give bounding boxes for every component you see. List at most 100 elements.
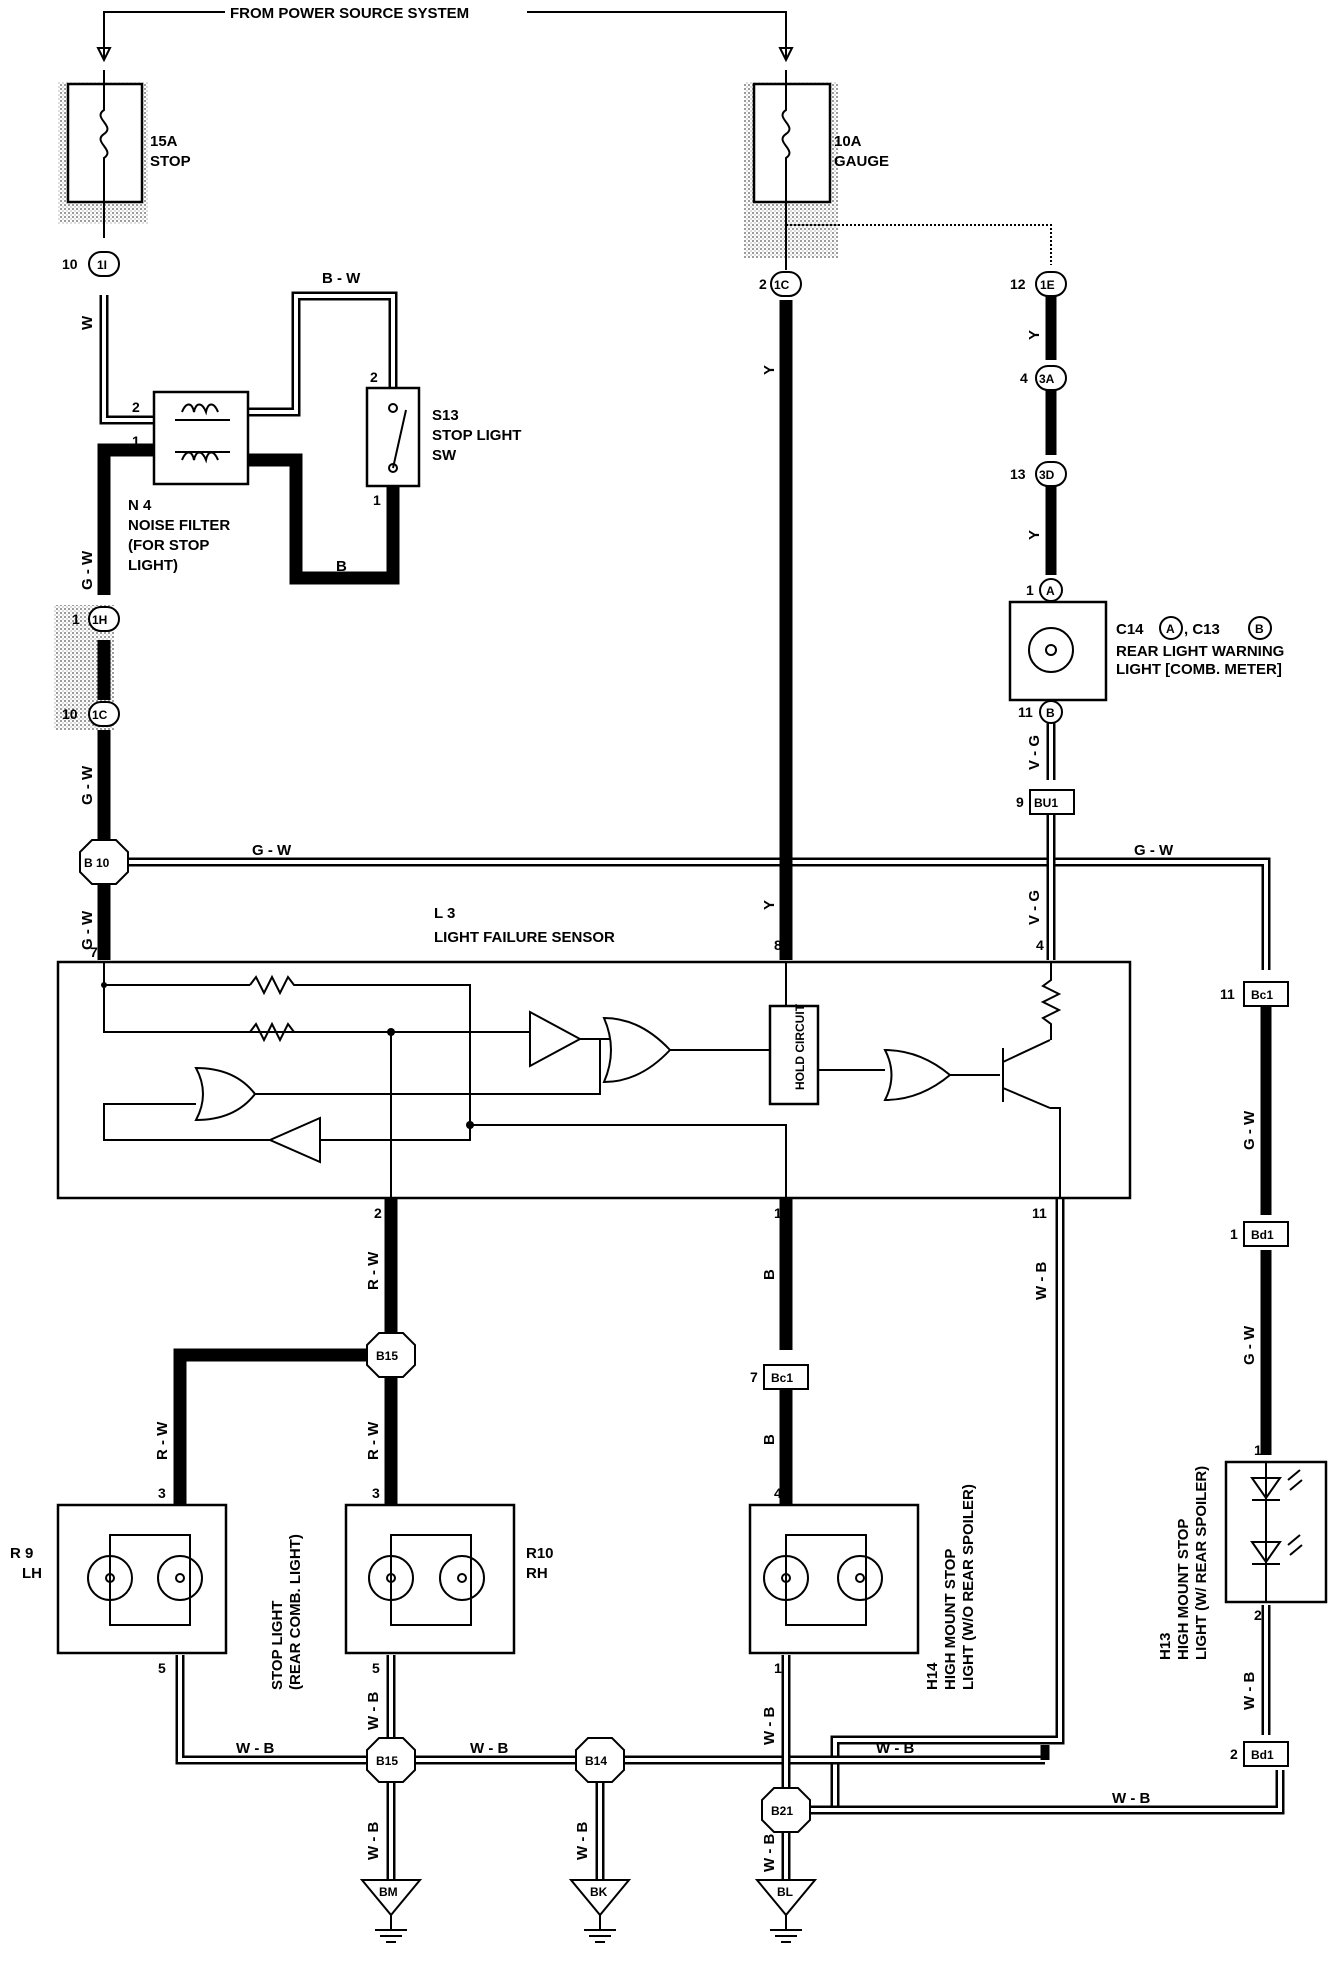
l3-id: L 3	[434, 905, 455, 922]
wire-label: G - W	[1241, 1110, 1258, 1150]
n4-id: N 4	[128, 497, 152, 514]
pin-number: 2	[1230, 1746, 1238, 1762]
pin-number: 11	[1032, 1205, 1047, 1221]
wire-label: W - B	[876, 1740, 914, 1757]
fuse-gauge: 10A GAUGE	[744, 70, 889, 270]
splice-b15-b: B15	[376, 1754, 398, 1768]
wire-label: R - W	[365, 1421, 382, 1460]
n4-line1: NOISE FILTER	[128, 517, 230, 534]
wire-label: V - G	[1026, 890, 1043, 925]
pin-number: 5	[372, 1660, 380, 1676]
hold-circuit-label: HOLD CIRCUIT	[793, 1003, 807, 1090]
conn-1e: 1E	[1040, 278, 1055, 292]
wires	[97, 224, 1285, 1880]
r9-id: R 9	[10, 1545, 33, 1562]
wire-label: G - W	[1241, 1325, 1258, 1365]
high-mount-stop-h14: H14 HIGH MOUNT STOP LIGHT (W/O REAR SPOI…	[748, 1484, 977, 1690]
r10-id: R10	[526, 1545, 554, 1562]
stoplight-caption-1: STOP LIGHT	[269, 1601, 286, 1690]
pin-number: 12	[1010, 276, 1026, 292]
rear-light-warning-c14: C14 A , C13 B REAR LIGHT WARNING LIGHT […	[1008, 600, 1284, 702]
fuse-stop-name: STOP	[150, 153, 191, 170]
c14-line2: LIGHT [COMB. METER]	[1116, 661, 1282, 678]
h13-line1: HIGH MOUNT STOP	[1175, 1519, 1192, 1660]
power-source-header: FROM POWER SOURCE SYSTEM	[96, 5, 794, 63]
pin-number: 5	[158, 1660, 166, 1676]
wire-label: B	[761, 1269, 778, 1280]
wire-label: G - W	[252, 842, 292, 859]
wire-label: B	[336, 558, 347, 575]
wire-label: Y	[761, 900, 778, 910]
connectors-round: 1I 1H 1C 1C 1E 3A 3D A B	[88, 251, 1067, 727]
h14-line1: HIGH MOUNT STOP	[942, 1549, 959, 1690]
pin-number: 1	[1026, 582, 1034, 598]
fuse-stop: 15A STOP	[58, 70, 191, 238]
splice-b15-a: B15	[376, 1349, 398, 1363]
ground-bk: BK	[590, 1885, 608, 1899]
pin-number: 1	[72, 611, 80, 627]
pin-number: 2	[374, 1205, 382, 1221]
stop-light-r9: R 9 LH	[10, 1503, 228, 1655]
conn-1h: 1H	[92, 613, 107, 627]
wire-label: Y	[1026, 530, 1043, 540]
pin-number: 13	[1010, 466, 1026, 482]
h14-id: H14	[924, 1662, 941, 1690]
ground-bm: BM	[379, 1885, 398, 1899]
wire-label: W	[79, 315, 96, 330]
conn-1c-a: 1C	[92, 708, 108, 722]
c14-mid: , C13	[1184, 621, 1220, 638]
wire-label: W - B	[761, 1834, 778, 1872]
pin-number: 2	[132, 399, 140, 415]
noise-filter-n4: N 4 NOISE FILTER (FOR STOP LIGHT)	[128, 390, 250, 574]
pin-number: 7	[750, 1369, 758, 1385]
conn-3a: 3A	[1039, 372, 1055, 386]
pin-number: 11	[1018, 704, 1033, 720]
h13-id: H13	[1157, 1632, 1174, 1660]
wire-label: Y	[1026, 330, 1043, 340]
conn-bc1-a: Bc1	[1251, 988, 1273, 1002]
wire-label: W - B	[365, 1822, 382, 1860]
pin-number: 7	[90, 944, 98, 960]
pin-number: 1	[1254, 1442, 1262, 1458]
s13-id: S13	[432, 407, 459, 424]
wire-label: W - B	[1241, 1672, 1258, 1710]
pin-number: 3	[158, 1485, 166, 1501]
stoplight-caption-2: (REAR COMB. LIGHT)	[287, 1534, 304, 1690]
pin-number: 10	[62, 706, 78, 722]
conn-bd1-a: Bd1	[1251, 1228, 1274, 1242]
conn-1i: 1I	[97, 258, 107, 272]
pin-number: 4	[774, 1485, 782, 1501]
conn-bc1-b: Bc1	[771, 1371, 793, 1385]
c14-a: A	[1166, 622, 1175, 636]
high-mount-stop-h13: H13 HIGH MOUNT STOP LIGHT (W/ REAR SPOIL…	[1157, 1460, 1328, 1660]
splice-b21: B21	[771, 1804, 793, 1818]
wire-label: G - W	[79, 765, 96, 805]
pin-number: 4	[1036, 937, 1044, 953]
pin-number: 1	[132, 433, 140, 449]
pin-number: 2	[370, 369, 378, 385]
light-failure-sensor-l3: L 3 LIGHT FAILURE SENSOR HOLD CIRCUIT	[56, 905, 1132, 1200]
c14-b: B	[1255, 622, 1264, 636]
wire-label: B - W	[322, 270, 361, 287]
conn-3d: 3D	[1039, 468, 1055, 482]
r10-side: RH	[526, 1565, 548, 1582]
pin-number: 3	[372, 1485, 380, 1501]
wire-label: W - B	[236, 1740, 274, 1757]
pin-numbers: 10 2 1 2 1 1 10 2 12 4 13 1 11 9 7 8 4 1…	[62, 256, 1262, 1762]
pin-number: 1	[774, 1660, 782, 1676]
wire-label: Y	[761, 365, 778, 375]
r9-side: LH	[22, 1565, 42, 1582]
pin-number: 1	[373, 492, 381, 508]
conn-bu1: BU1	[1034, 796, 1058, 810]
pin-number: 1	[774, 1205, 782, 1221]
n4-line3: LIGHT)	[128, 557, 178, 574]
wire-label: W - B	[1033, 1262, 1050, 1300]
stop-light-switch-s13: S13 STOP LIGHT SW	[365, 386, 521, 488]
wire-label: B	[761, 1434, 778, 1445]
conn-a: A	[1046, 584, 1055, 598]
wire-labels: W B - W B G - W G - W G - W G - W G - W …	[79, 270, 1258, 1872]
conn-b: B	[1046, 706, 1055, 720]
pin-number: 11	[1220, 986, 1235, 1002]
l3-name: LIGHT FAILURE SENSOR	[434, 929, 615, 946]
